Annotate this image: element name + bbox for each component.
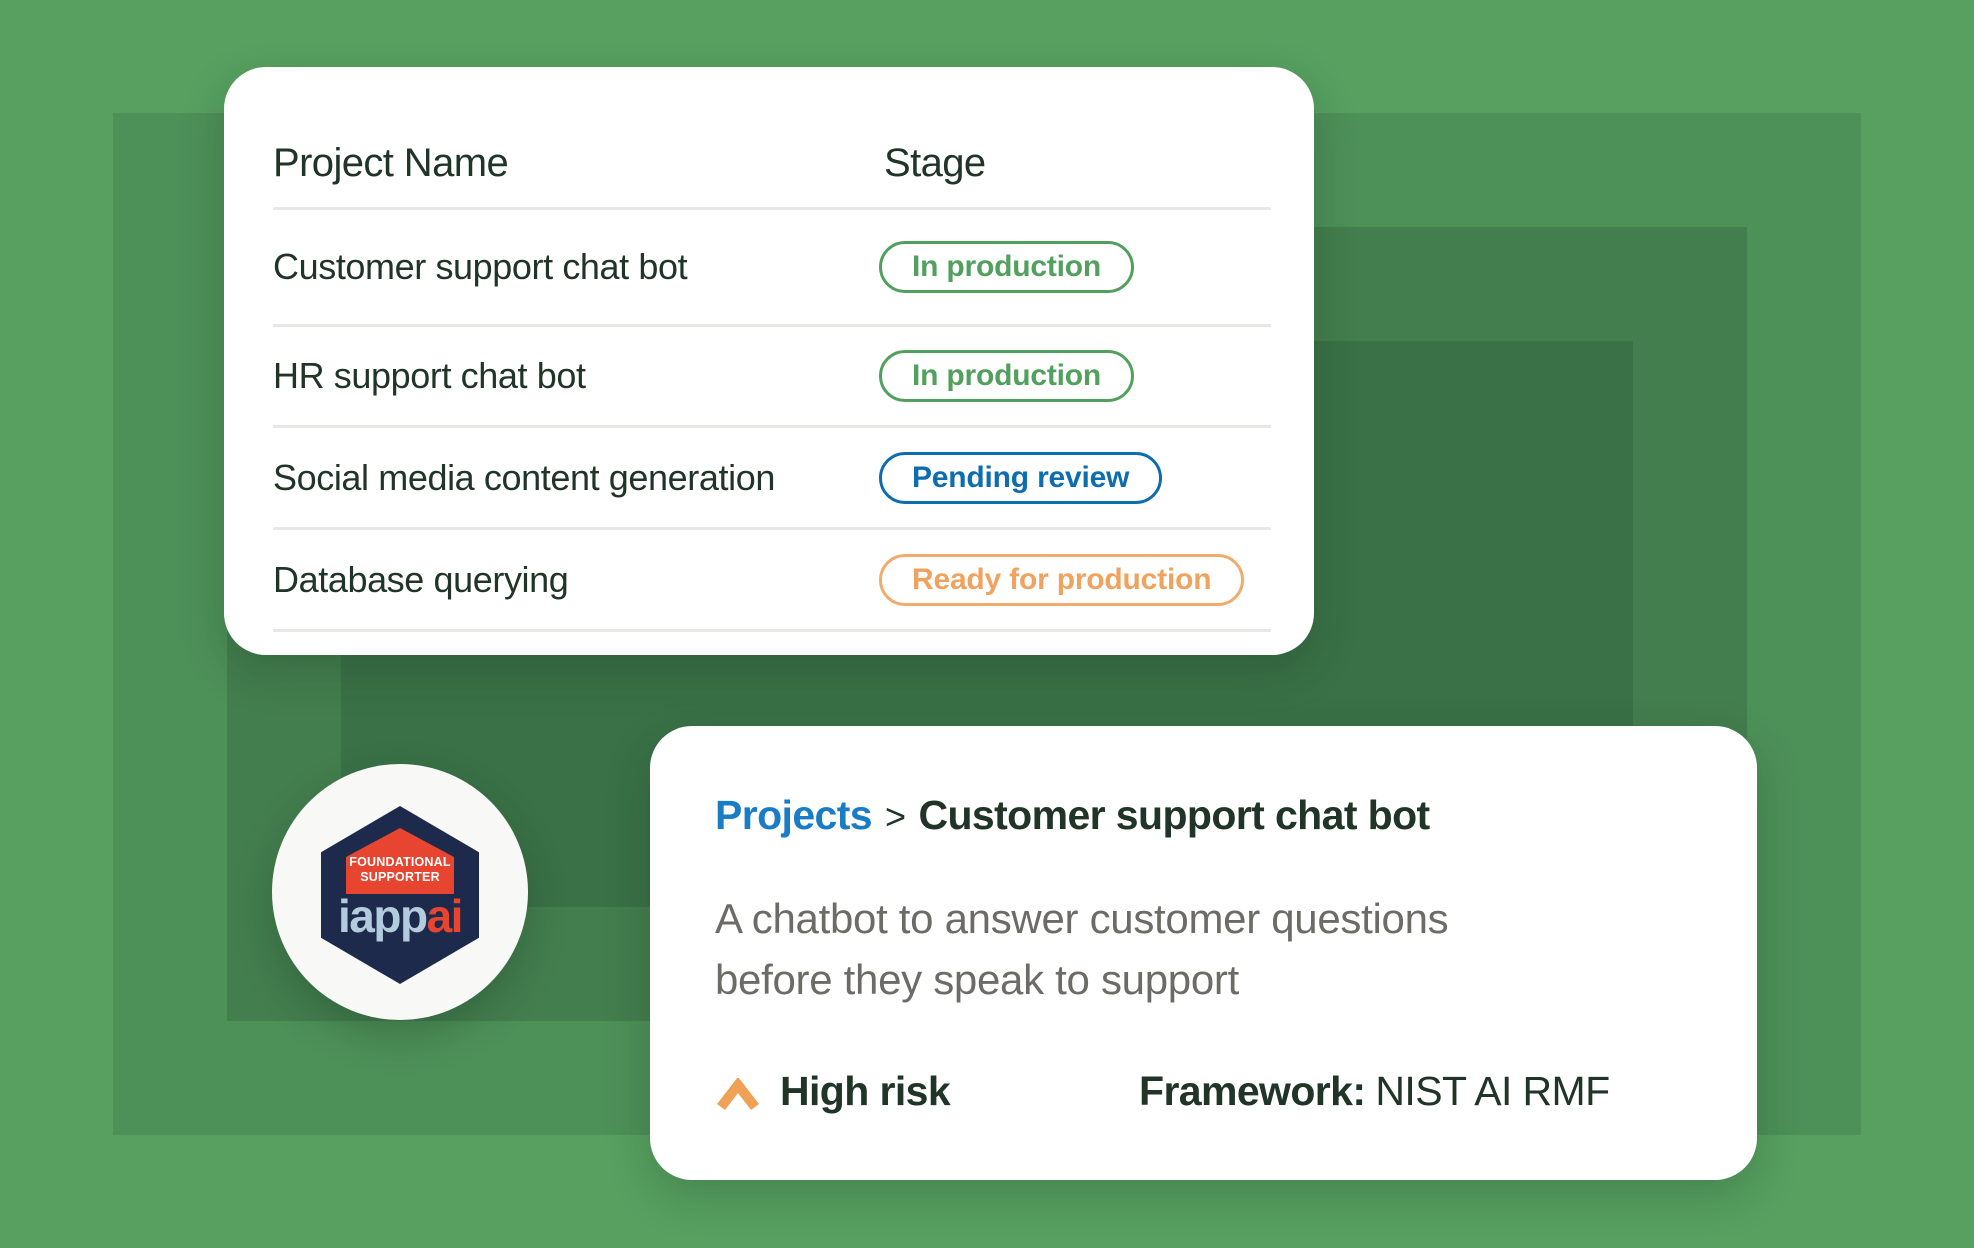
description-line-1: A chatbot to answer customer questions [715, 895, 1449, 942]
stage-badge-label: In production [912, 359, 1102, 392]
table-row[interactable]: Customer support chat bot In production [273, 210, 1271, 327]
stage-badge: In production [879, 241, 1135, 293]
wordmark-ai: ai [426, 890, 464, 942]
ribbon-line-1: FOUNDATIONAL [349, 855, 451, 869]
table-header-row: Project Name Stage [273, 67, 1271, 210]
iapp-hexagon-logo: FOUNDATIONAL SUPPORTER iappai [321, 806, 479, 984]
stage-badge-label: In production [912, 250, 1102, 283]
framework-info: Framework:NIST AI RMF [1139, 1066, 1610, 1116]
foundational-supporter-ribbon: FOUNDATIONAL SUPPORTER [346, 828, 454, 894]
column-header-project-name: Project Name [273, 141, 509, 185]
iapp-ai-wordmark: iappai [321, 890, 479, 942]
breadcrumb-separator: > [885, 796, 906, 837]
ribbon-line-2: SUPPORTER [360, 870, 440, 884]
breadcrumb-current-page: Customer support chat bot [918, 792, 1430, 838]
framework-label: Framework: [1139, 1068, 1366, 1114]
wordmark-iapp: iapp [338, 890, 428, 942]
project-name-cell: Social media content generation [273, 456, 775, 498]
project-name-cell: Customer support chat bot [273, 246, 688, 287]
table-row[interactable]: HR support chat bot In production [273, 327, 1271, 428]
description-line-2: before they speak to support [715, 956, 1239, 1003]
stage-badge: In production [879, 350, 1135, 402]
stage-badge-label: Pending review [912, 460, 1130, 494]
projects-table-card: Project Name Stage Customer support chat… [224, 67, 1314, 655]
project-name-cell: Database querying [273, 558, 569, 600]
table-row[interactable]: Social media content generation Pending … [273, 428, 1271, 530]
ribbon-text: FOUNDATIONAL SUPPORTER [346, 855, 454, 885]
stage-badge: Pending review [879, 451, 1163, 504]
breadcrumb-projects-link[interactable]: Projects [715, 792, 873, 838]
framework-value: NIST AI RMF [1375, 1068, 1610, 1114]
breadcrumb: Projects > Customer support chat bot [715, 790, 1430, 842]
column-header-stage: Stage [884, 141, 986, 185]
project-name-cell: HR support chat bot [273, 355, 586, 396]
chevron-up-icon [715, 1076, 761, 1112]
stage-badge: Ready for production [879, 553, 1245, 606]
project-detail-card: Projects > Customer support chat bot A cha… [650, 726, 1757, 1180]
project-description: A chatbot to answer customer questions b… [715, 888, 1449, 1010]
stage-badge-label: Ready for production [912, 562, 1212, 596]
iapp-supporter-badge: FOUNDATIONAL SUPPORTER iappai [272, 764, 528, 1020]
risk-level-label: High risk [780, 1068, 951, 1114]
table-row[interactable]: Database querying Ready for production [273, 530, 1271, 632]
